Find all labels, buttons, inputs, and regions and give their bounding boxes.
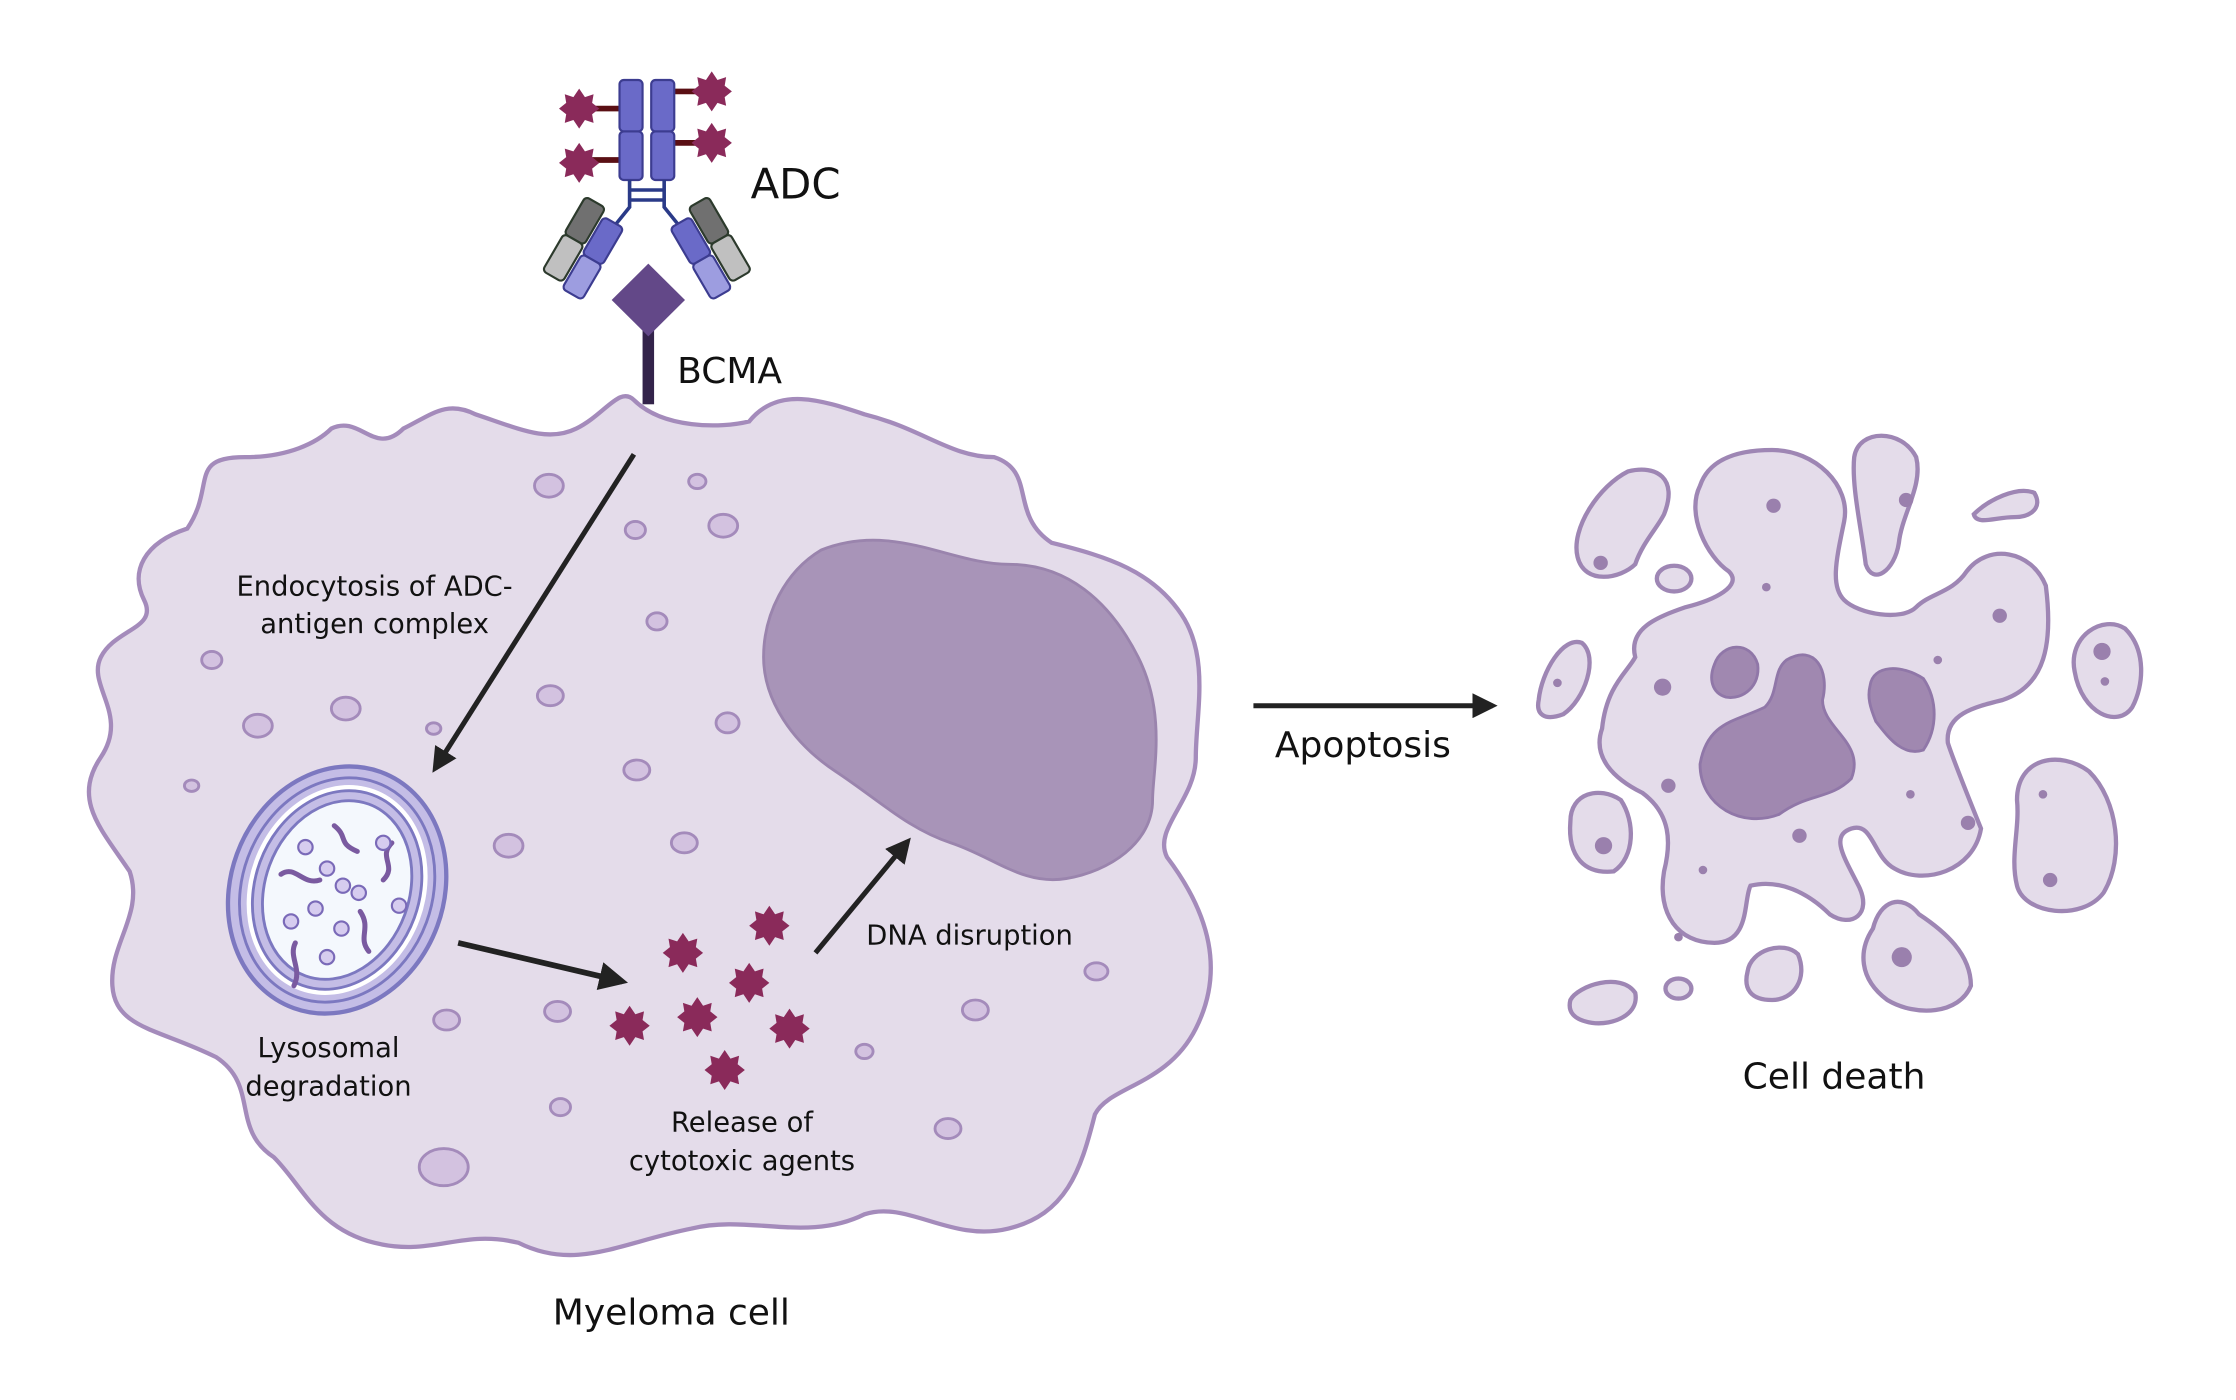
endocytosis-label-line2: antigen complex	[260, 609, 489, 640]
endocytosis-label-line1: Endocytosis of ADC-	[237, 572, 513, 603]
cytoplasm-vesicles	[182, 472, 1110, 1188]
adc-payload-star	[691, 122, 732, 163]
cell-death-label: Cell death	[1743, 1057, 1926, 1098]
dna-disruption-arrow	[813, 837, 911, 955]
release-label-line1: Release of	[671, 1108, 814, 1139]
adc-payload-star	[691, 71, 732, 112]
apoptotic-nuclei	[1698, 645, 1936, 820]
endocytosis-arrow	[432, 452, 637, 773]
release-arrow	[457, 940, 628, 991]
lysosomal-label-line1: Lysosomal	[258, 1033, 400, 1064]
lysosome-particles	[282, 834, 408, 966]
payload-star	[609, 1005, 650, 1046]
payload-star	[662, 932, 704, 973]
apoptotic-cell	[1535, 433, 2144, 1026]
adc-payload-star	[559, 142, 600, 183]
bcma-receptor	[611, 263, 685, 405]
adc-label: ADC	[751, 160, 841, 209]
lysosomal-label-line2: degradation	[245, 1072, 411, 1103]
payload-star	[704, 1050, 745, 1090]
nucleus	[762, 538, 1158, 882]
bcma-label: BCMA	[677, 351, 782, 392]
adc-payload-star	[559, 88, 600, 129]
payload-star	[769, 1008, 810, 1049]
release-label-line2: cytotoxic agents	[629, 1146, 855, 1177]
apoptosis-label: Apoptosis	[1275, 725, 1451, 766]
payload-star	[729, 962, 770, 1003]
payload-star	[677, 997, 718, 1038]
adc-antibody	[542, 71, 751, 300]
apoptotic-debris	[1553, 492, 2111, 968]
myeloma-cell-label: Myeloma cell	[553, 1292, 790, 1333]
payload-star	[749, 905, 790, 946]
dna-disruption-label: DNA disruption	[866, 920, 1073, 951]
